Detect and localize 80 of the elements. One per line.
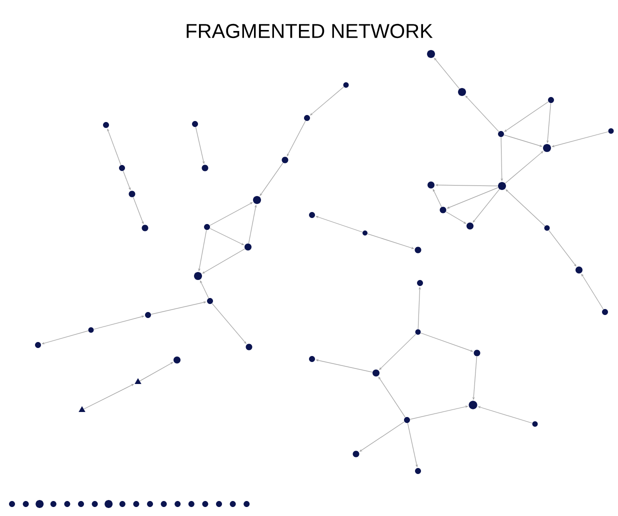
network-node — [174, 501, 181, 507]
network-node — [544, 225, 550, 231]
arrow — [552, 131, 608, 148]
arrow — [202, 248, 246, 274]
network-node — [362, 230, 368, 236]
network-node — [64, 501, 70, 507]
network-node — [246, 344, 252, 350]
network-node — [142, 224, 148, 232]
network-node — [532, 421, 538, 427]
network-node — [128, 190, 136, 198]
network-node — [466, 222, 474, 230]
network-node — [468, 400, 478, 410]
network-node — [103, 122, 109, 128]
network-node — [119, 501, 126, 507]
network-node — [253, 196, 261, 204]
network-node — [548, 97, 554, 103]
network-node — [204, 224, 210, 230]
network-node — [352, 450, 360, 458]
network-node — [414, 246, 422, 254]
title: FRAGMENTED NETWORK — [186, 24, 433, 38]
network-node — [608, 128, 614, 134]
network-node — [50, 501, 56, 507]
network-node — [147, 501, 153, 507]
arrow — [504, 151, 544, 184]
network-node — [309, 212, 315, 218]
network-node — [133, 501, 140, 507]
network-node — [576, 266, 582, 274]
network-node — [78, 501, 84, 507]
arrow — [316, 216, 363, 232]
arrow — [286, 120, 306, 156]
network-node — [92, 501, 98, 507]
network-node — [417, 280, 423, 286]
arrow — [446, 211, 466, 224]
triangle-node — [78, 406, 86, 412]
network-node — [192, 121, 198, 127]
network-node — [174, 356, 180, 364]
arrow — [581, 274, 604, 310]
network-node — [22, 501, 29, 507]
network-node — [543, 144, 551, 152]
network-node — [35, 342, 41, 348]
network-node — [119, 165, 125, 171]
network-node — [404, 417, 410, 423]
network-node — [440, 206, 446, 214]
arrow — [212, 303, 246, 344]
network-node — [343, 82, 349, 88]
network-node — [602, 309, 608, 315]
arrow — [378, 376, 406, 418]
network-node — [194, 272, 202, 280]
triangle-node — [134, 378, 142, 384]
network-node — [309, 356, 315, 362]
network-node — [160, 501, 167, 507]
network-node — [372, 370, 380, 376]
arrow — [210, 202, 253, 226]
network-node — [104, 500, 113, 508]
network-node — [282, 156, 288, 164]
network-node — [244, 501, 250, 507]
network-node — [304, 115, 310, 121]
arrow — [504, 102, 549, 132]
network-node — [498, 182, 506, 190]
network-node — [145, 312, 151, 318]
arrow — [504, 134, 542, 147]
network-node — [36, 500, 44, 508]
network-node — [427, 50, 435, 58]
network-node — [9, 501, 15, 507]
network-node — [474, 350, 480, 356]
network-node — [188, 501, 194, 507]
network-node — [88, 327, 94, 333]
network-node — [415, 468, 421, 474]
arrow — [94, 316, 144, 330]
network-node — [458, 88, 466, 96]
network-node — [202, 501, 208, 507]
network-node — [216, 501, 222, 507]
network-node — [230, 501, 236, 507]
network-node — [415, 329, 421, 335]
arrow — [42, 330, 88, 344]
network-node — [498, 131, 504, 137]
network-node — [202, 164, 208, 172]
network-node — [428, 182, 434, 188]
network-node — [207, 298, 213, 304]
network-node — [244, 244, 252, 250]
